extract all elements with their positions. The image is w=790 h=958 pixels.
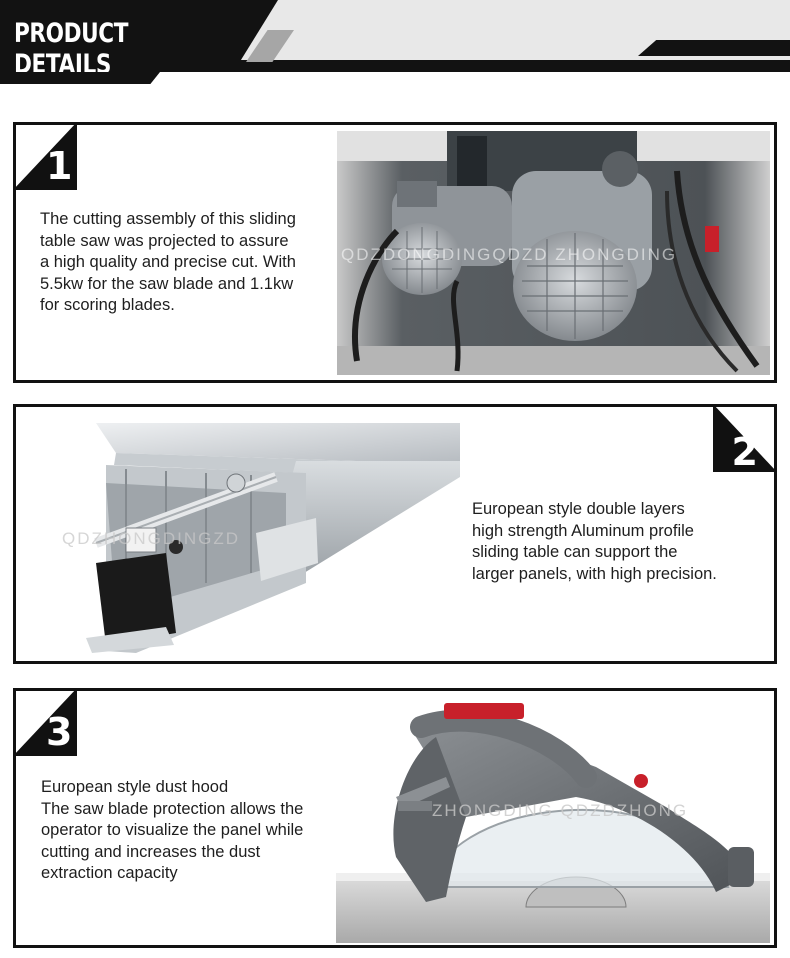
banner-right-bar: [638, 40, 790, 56]
section-description: European style double layers high streng…: [472, 500, 717, 583]
aluminum-profile-illustration: [56, 413, 460, 657]
aluminum-profile-photo: QDZHONGDINGZD: [56, 413, 460, 657]
dust-hood-photo: ZHONGDING QDZDZHONG: [336, 697, 770, 943]
banner-title-block: PRODUCT DETAILS: [0, 0, 278, 72]
section-description: European style dust hood The saw blade p…: [41, 778, 304, 882]
section-number: 3: [46, 710, 73, 754]
section-number: 1: [46, 144, 73, 188]
detail-panel-1: 1 The cutting assembly of this sliding t…: [13, 122, 777, 383]
motor-assembly-photo: QDZDONGDINGQDZD ZHONGDING: [337, 131, 770, 375]
detail-panel-3: 3 European style dust hood The saw blade…: [13, 688, 777, 948]
banner-foot-bar: [0, 72, 160, 84]
motor-assembly-illustration: [337, 131, 770, 375]
product-details-banner: PRODUCT DETAILS: [0, 0, 790, 84]
dust-hood-illustration: [336, 697, 770, 943]
page-title: PRODUCT DETAILS: [14, 18, 129, 80]
detail-panel-2: 2 European style double layers high stre…: [13, 404, 777, 664]
section-number: 2: [731, 430, 758, 474]
section-description: The cutting assembly of this sliding tab…: [40, 210, 296, 314]
